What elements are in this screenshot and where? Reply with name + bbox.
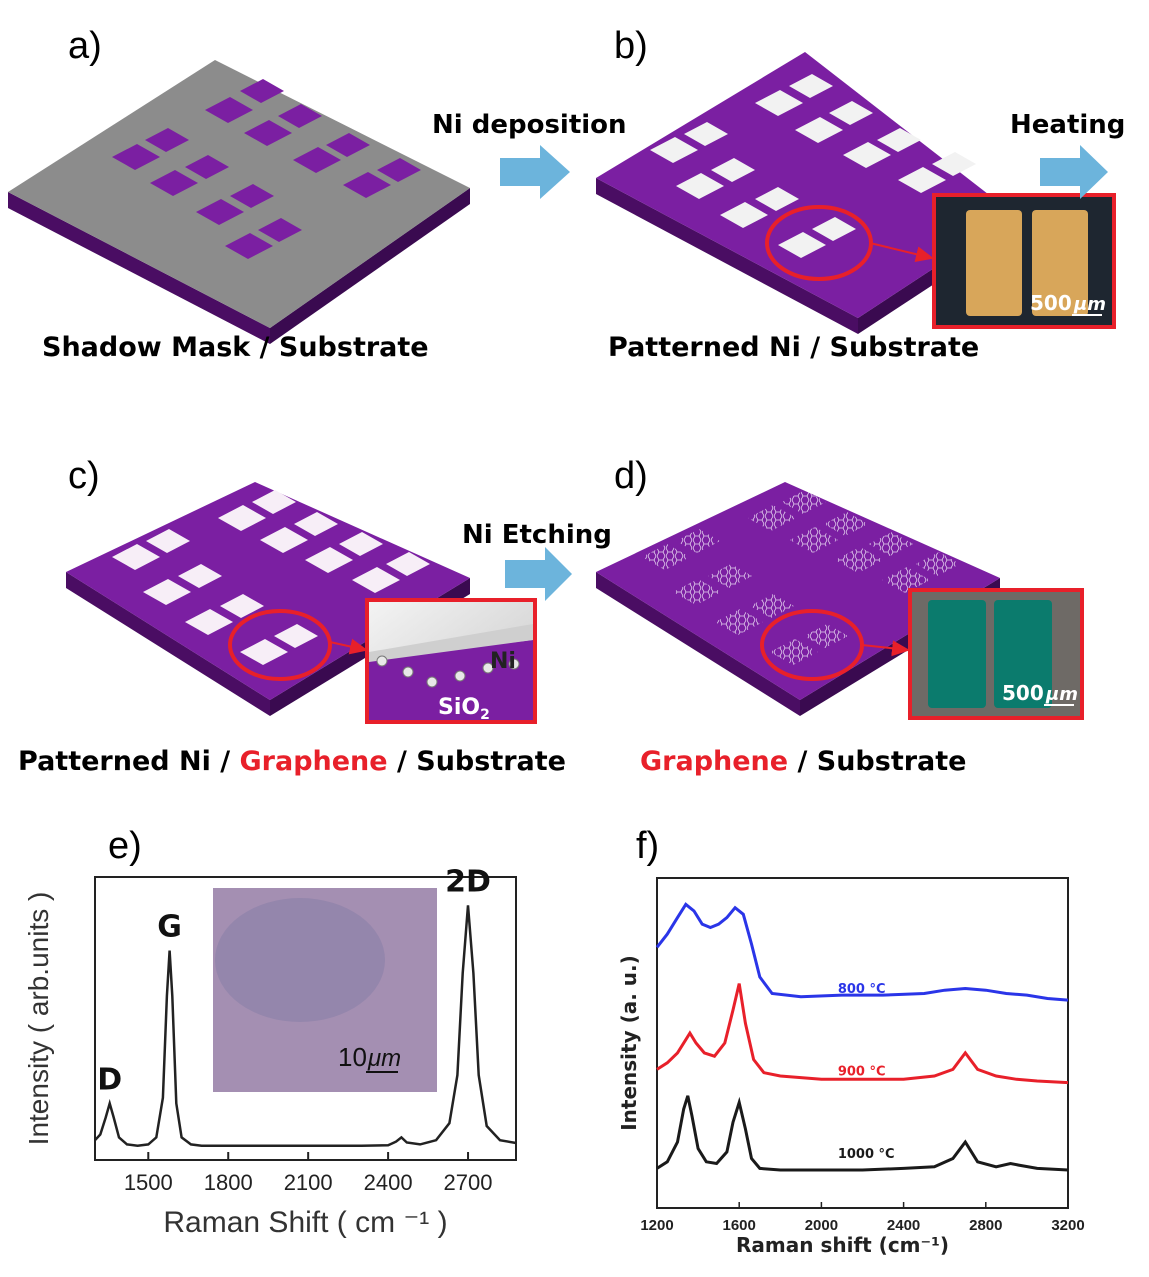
mask-openings (112, 79, 421, 259)
caption-part-substrate: / Substrate (788, 746, 966, 777)
panel-f-label: f) (636, 825, 659, 867)
series-line-1000c (656, 1095, 1069, 1172)
peak-label-D: D (97, 1062, 122, 1097)
graphene-atoms (376, 655, 520, 688)
panel-c-caption: Patterned Ni / Graphene / Substrate (18, 746, 566, 777)
panel-b-micrograph-inset: 500 μm (932, 193, 1116, 329)
plot-frame (656, 877, 1069, 1209)
substrate-right-side (270, 188, 470, 344)
inset-scale-value: 500 (1030, 291, 1072, 315)
graphene-patches (642, 490, 960, 665)
panel-c-cross-section-inset: Ni SiO2 (365, 598, 537, 724)
x-tick-label-2700: 2700 (444, 1170, 493, 1195)
x-tick-label-1500: 1500 (124, 1170, 173, 1195)
panel-a-substrate (8, 60, 470, 344)
x-tick-label-2400: 2400 (887, 1217, 920, 1234)
step-heating-label: Heating (1010, 110, 1125, 140)
substrate-front-side (596, 178, 858, 334)
substrate-top-surface (596, 52, 1015, 318)
raman-spectrum-line (94, 905, 517, 1148)
x-tick-label-2400: 2400 (364, 1170, 413, 1195)
x-tick-label-2000: 2000 (805, 1217, 838, 1234)
caption-part-substrate: / Substrate (388, 746, 566, 777)
highlight-circle (228, 609, 332, 681)
inset-scale-value: 500 (1002, 681, 1044, 705)
panel-b-caption: Patterned Ni / Substrate (608, 332, 979, 363)
caption-part-graphene: Graphene (640, 746, 788, 777)
substrate-front-side (66, 572, 270, 716)
panel-d-caption: Graphene / Substrate (640, 746, 966, 777)
pointer-arrow (329, 638, 368, 655)
y-axis-label: Intensity (a. u.) (617, 955, 641, 1131)
arrow-deposition (500, 145, 570, 199)
series-label-800c: 800 °C (838, 982, 886, 997)
panel-a-caption: Shadow Mask / Substrate (42, 332, 429, 363)
panel-c-substrate (66, 482, 470, 716)
caption-part-graphene: Graphene (240, 746, 388, 777)
panel-e-label: e) (108, 825, 142, 867)
sio2-subscript: 2 (480, 707, 490, 723)
x-tick-label-3200: 3200 (1051, 1217, 1084, 1234)
x-tick-label-2100: 2100 (284, 1170, 333, 1195)
substrate-front-side (8, 192, 270, 344)
panel-d-label: d) (614, 455, 648, 497)
x-tick-label-1800: 1800 (204, 1170, 253, 1195)
pointer-arrow (861, 640, 910, 657)
caption-part-ni: Patterned Ni / (18, 746, 240, 777)
series-label-900c: 900 °C (838, 1064, 886, 1079)
inset-ni-label: Ni (490, 649, 516, 674)
plot-frame (94, 876, 517, 1161)
series-line-800c (655, 902, 1069, 1002)
sio2-base: SiO (438, 695, 480, 720)
micrograph-shade (215, 898, 385, 1022)
inset-scale-unit: μm (1073, 294, 1106, 315)
ni-layer (369, 624, 533, 662)
series-line-900c (656, 983, 1069, 1085)
graphene-pad-left (928, 600, 986, 708)
inset-scale-unit: μm (367, 1045, 401, 1072)
x-axis-label: Raman Shift ( cm ⁻¹ ) (163, 1206, 447, 1239)
panel-c-label: c) (68, 455, 100, 497)
peak-label-2D: 2D (445, 864, 491, 899)
arrow-etching (505, 547, 572, 601)
ni-pad-right (1032, 210, 1088, 316)
substrate-front-side (596, 572, 800, 716)
step-etching-label: Ni Etching (462, 520, 612, 550)
nickel-pads (650, 74, 976, 258)
series-label-1000c: 1000 °C (838, 1147, 895, 1162)
pointer-arrow (869, 242, 934, 263)
arrow-heating (1040, 145, 1108, 199)
sio2-layer (369, 640, 533, 720)
ni-on-graphene-pads (112, 490, 430, 665)
x-tick-label-1600: 1600 (723, 1217, 756, 1234)
panel-a-label: a) (68, 25, 102, 67)
inset-scale-unit: μm (1045, 684, 1078, 705)
panel-b-label: b) (614, 25, 648, 67)
step-deposition-label: Ni deposition (432, 110, 627, 140)
raman-chart-f: 1200 1600 2000 2400 2800 3200 800 °C 900 °C 1000… (617, 877, 1085, 1257)
ni-pad-left (966, 210, 1022, 316)
y-axis-label: Intensity ( arb.units ) (23, 892, 54, 1146)
panel-d-micrograph-inset: 500 μm (908, 588, 1084, 720)
inset-scale-value: 10 (338, 1042, 367, 1072)
peak-label-G: G (157, 910, 182, 945)
x-tick-label-2800: 2800 (969, 1217, 1002, 1234)
graphene-pad-right (994, 600, 1052, 708)
x-axis-label: Raman shift (cm⁻¹) (736, 1233, 949, 1257)
x-tick-label-1200: 1200 (640, 1217, 673, 1234)
inset-sio2-label: SiO2 (438, 695, 490, 723)
